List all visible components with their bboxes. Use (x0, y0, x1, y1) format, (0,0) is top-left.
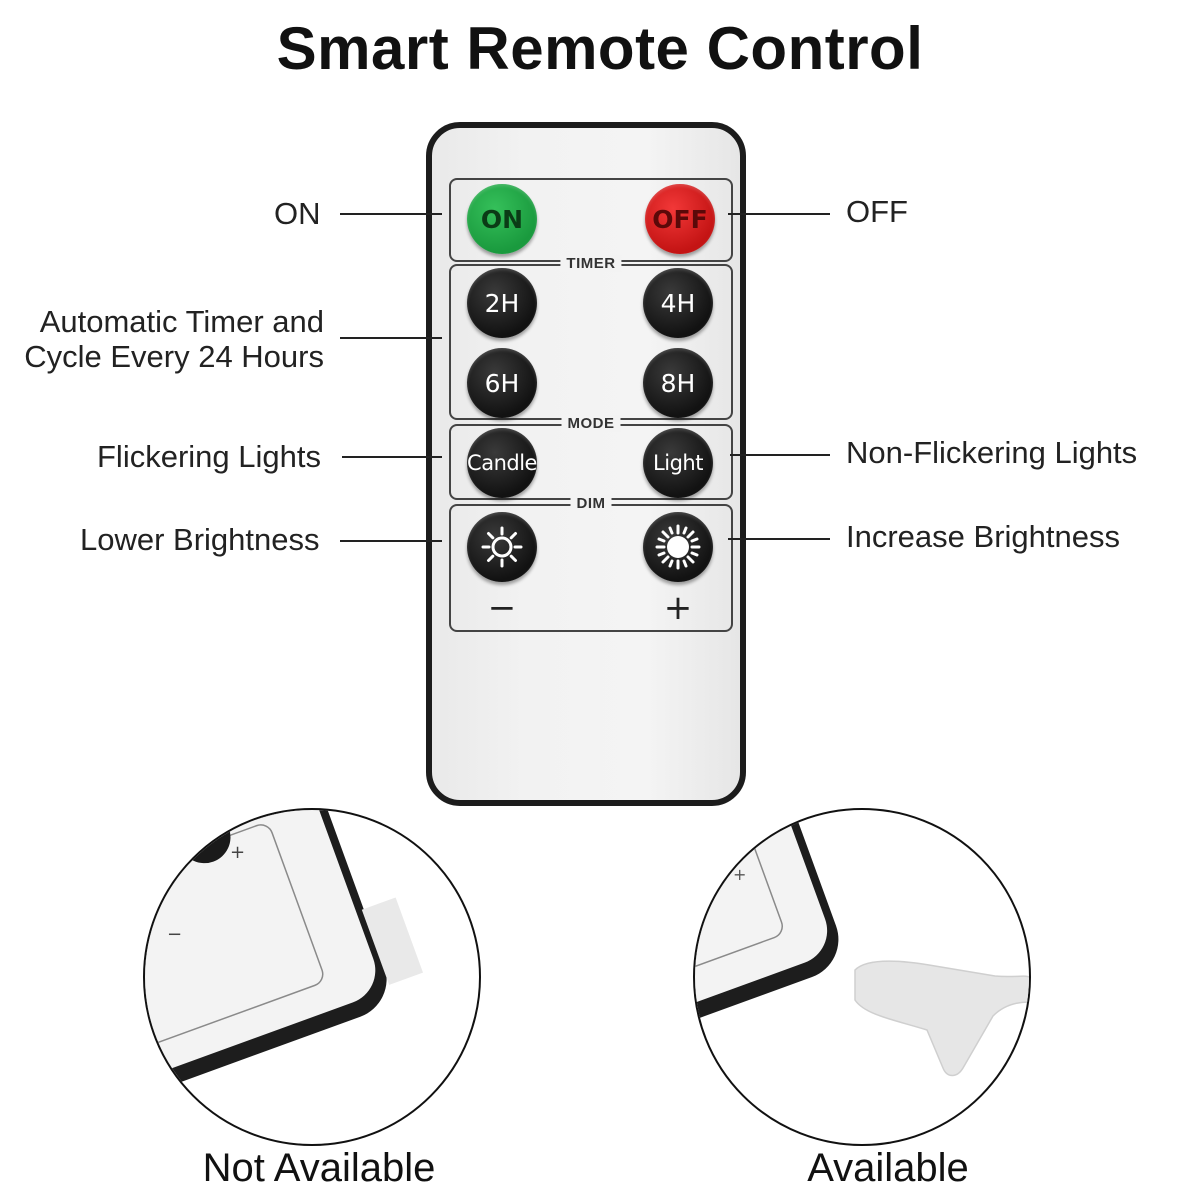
timer-6h-button[interactable]: 6H (467, 348, 537, 418)
svg-text:+: + (230, 842, 245, 863)
callout-on: ON (274, 196, 321, 231)
dim-minus-sign: − (487, 588, 517, 628)
timer-group: TIMER 2H 4H 6H 8H (449, 255, 733, 420)
caption-not-available: Not Available (202, 1146, 436, 1190)
on-button[interactable]: ON (467, 184, 537, 254)
timer-4h-label: 4H (660, 288, 696, 318)
off-button[interactable]: OFF (645, 184, 715, 254)
dim-plus-sign: + (663, 588, 693, 628)
callout-timer-line2: Cycle Every 24 Hours (24, 339, 324, 374)
candle-mode-label: Candle (467, 451, 537, 475)
svg-text:+: + (733, 865, 746, 884)
page-title: Smart Remote Control (276, 15, 924, 82)
caption-available: Available (807, 1146, 969, 1190)
dim-group: DIM (449, 495, 733, 632)
timer-2h-button[interactable]: 2H (467, 268, 537, 338)
leader-timer (340, 337, 442, 339)
remote-control: ON OFF TIMER 2H 4H 6H 8H MODE (426, 122, 746, 806)
on-button-label: ON (480, 204, 524, 234)
off-button-label: OFF (652, 204, 708, 234)
callout-lower: Lower Brightness (80, 522, 320, 557)
timer-4h-button[interactable]: 4H (643, 268, 713, 338)
dim-up-button[interactable] (643, 512, 713, 582)
callout-timer-line1: Automatic Timer and (39, 304, 324, 339)
leader-non-flicker (730, 454, 830, 456)
callout-increase: Increase Brightness (846, 519, 1120, 554)
callout-non-flicker: Non-Flickering Lights (846, 435, 1138, 470)
candle-mode-button[interactable]: Candle (467, 428, 537, 498)
leader-off (728, 213, 830, 215)
mode-group: MODE Candle Light (449, 415, 733, 500)
svg-text:−: − (167, 924, 182, 945)
light-mode-button[interactable]: Light (643, 428, 713, 498)
dim-group-label: DIM (570, 495, 612, 512)
power-group: ON OFF (449, 178, 733, 262)
detail-available: + (693, 808, 1031, 1146)
timer-8h-button[interactable]: 8H (643, 348, 713, 418)
sun-outline-icon (481, 526, 523, 568)
detail-not-available: + − (143, 808, 481, 1146)
timer-8h-label: 8H (660, 368, 696, 398)
timer-2h-label: 2H (484, 288, 520, 318)
timer-6h-label: 6H (484, 368, 520, 398)
mode-group-label: MODE (561, 415, 621, 432)
light-mode-label: Light (653, 451, 703, 475)
remote-corner-no-tab-illustration: + − (145, 810, 423, 1095)
timer-group-label: TIMER (560, 255, 622, 272)
remote-corner-tab-removed-illustration: + (695, 810, 1029, 1077)
callout-off: OFF (846, 194, 908, 229)
sun-filled-icon (655, 524, 701, 570)
callout-flicker: Flickering Lights (97, 439, 321, 474)
callout-timer: Automatic Timer and Cycle Every 24 Hours (20, 304, 324, 374)
dim-down-button[interactable] (467, 512, 537, 582)
leader-lower (340, 540, 442, 542)
leader-flicker (342, 456, 442, 458)
leader-on (340, 213, 442, 215)
leader-increase (728, 538, 830, 540)
